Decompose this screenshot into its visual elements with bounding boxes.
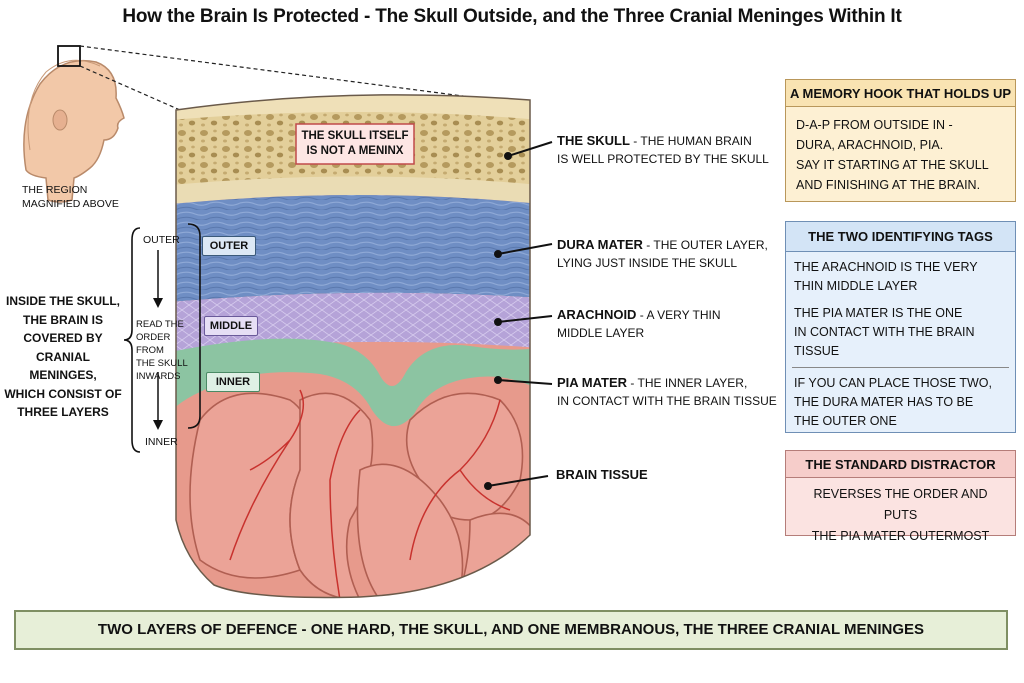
- footer-banner: TWO LAYERS OF DEFENCE - ONE HARD, THE SK…: [14, 610, 1008, 650]
- leader-dura-dot: [494, 250, 502, 258]
- callout-pia: PIA MATER - THE INNER LAYER, IN CONTACT …: [557, 374, 782, 410]
- callout-pia-line2: IN CONTACT WITH THE BRAIN TISSUE: [557, 394, 777, 408]
- skull-note-line1: THE SKULL ITSELF: [301, 130, 409, 142]
- callout-arachnoid-line2: MIDDLE LAYER: [557, 326, 645, 340]
- zoom-line-top: [79, 45, 479, 99]
- tags-para-2: THE PIA MATER IS THE ONE IN CONTACT WITH…: [794, 304, 1007, 361]
- left-note-line: INSIDE THE SKULL,: [5, 294, 120, 308]
- leader-pia: [497, 379, 553, 385]
- memory-hook-heading: A MEMORY HOOK THAT HOLDS UP: [786, 80, 1015, 107]
- order-note-line: THE SKULL: [136, 358, 188, 369]
- callout-brain: BRAIN TISSUE: [556, 466, 716, 484]
- leader-skull: [507, 141, 553, 157]
- callout-arachnoid-line1: - A VERY THIN: [636, 308, 721, 322]
- order-bottom-label: INNER: [145, 436, 178, 448]
- memory-hook-body: D-A-P FROM OUTSIDE IN - DURA, ARACHNOID,…: [786, 107, 1015, 201]
- left-brace: [123, 227, 141, 453]
- tags-line: IF YOU CAN PLACE THOSE TWO,: [794, 376, 992, 390]
- identifying-tags-body: THE ARACHNOID IS THE VERY THIN MIDDLE LA…: [786, 252, 1015, 437]
- callout-arachnoid: ARACHNOID - A VERY THIN MIDDLE LAYER: [557, 306, 777, 342]
- callout-pia-name: PIA MATER: [557, 375, 628, 390]
- tags-line: THIN MIDDLE LAYER: [794, 279, 918, 293]
- leader-arachnoid-dot: [494, 318, 502, 326]
- order-note-line: READ THE: [136, 319, 184, 330]
- brain-tissue: [189, 392, 530, 598]
- leader-skull-dot: [504, 152, 512, 160]
- head-caption-line2: MAGNIFIED ABOVE: [22, 198, 119, 210]
- left-note-line: COVERED BY: [23, 331, 103, 345]
- tags-line: THE PIA MATER IS THE ONE: [794, 306, 963, 320]
- tags-line: THE OUTER ONE: [794, 414, 897, 428]
- distractor-box: THE STANDARD DISTRACTOR REVERSES THE ORD…: [785, 450, 1016, 543]
- cross-section: [176, 94, 530, 598]
- identifying-tags-heading: THE TWO IDENTIFYING TAGS: [786, 222, 1015, 252]
- order-middle-note: READ THE ORDER FROM THE SKULL INWARDS: [136, 318, 194, 383]
- order-top-label: OUTER: [143, 234, 180, 246]
- skull-note-box: [295, 123, 415, 165]
- order-arrow-top: [153, 250, 163, 308]
- leader-brain-dot: [484, 482, 492, 490]
- callout-dura-line1: - THE OUTER LAYER,: [642, 238, 768, 252]
- leader-brain: [487, 475, 549, 487]
- tags-line: THE ARACHNOID IS THE VERY: [794, 260, 978, 274]
- magnified-region-box: [57, 45, 81, 67]
- order-arrow-bottom: [153, 372, 163, 430]
- identifying-tags-box: THE TWO IDENTIFYING TAGS THE ARACHNOID I…: [785, 221, 1016, 433]
- order-note-line: INWARDS: [136, 371, 181, 382]
- tags-para-3: IF YOU CAN PLACE THOSE TWO, THE DURA MAT…: [794, 374, 1007, 431]
- layers-bracket: [187, 223, 201, 429]
- head-caption-line1: THE REGION: [22, 184, 88, 196]
- memory-hook-line: AND FINISHING AT THE BRAIN.: [796, 178, 981, 192]
- callout-skull-line1: - THE HUMAN BRAIN: [629, 134, 752, 148]
- left-note-line: WHICH CONSIST OF: [4, 386, 122, 401]
- callout-pia-line1: - THE INNER LAYER,: [627, 376, 748, 390]
- skull-note-line2: IS NOT A MENINX: [306, 145, 404, 157]
- callout-dura-name: DURA MATER: [557, 237, 643, 252]
- page-title: How the Brain Is Protected - The Skull O…: [122, 6, 902, 27]
- tag-inner: INNER: [206, 372, 260, 392]
- leader-arachnoid: [497, 315, 553, 323]
- callout-brain-name: BRAIN TISSUE: [556, 467, 648, 482]
- memory-hook-line: D-A-P FROM OUTSIDE IN -: [796, 118, 953, 132]
- leader-pia-dot: [494, 376, 502, 384]
- distractor-line: REVERSES THE ORDER AND PUTS: [813, 487, 988, 522]
- left-note-line: THREE LAYERS: [17, 405, 109, 419]
- tag-outer: OUTER: [202, 236, 256, 256]
- section-outline: [175, 94, 531, 599]
- tags-line: IN CONTACT WITH THE BRAIN TISSUE: [794, 325, 975, 358]
- memory-hook-line: SAY IT STARTING AT THE SKULL: [796, 158, 989, 172]
- callout-skull-name: THE SKULL: [557, 133, 630, 148]
- tag-middle: MIDDLE: [204, 316, 258, 336]
- tags-divider: [792, 367, 1009, 368]
- left-note-line: CRANIAL MENINGES,: [29, 349, 97, 383]
- pia-mater-layer: [176, 338, 530, 426]
- memory-hook-line: DURA, ARACHNOID, PIA.: [796, 138, 944, 152]
- callout-dura-line2: LYING JUST INSIDE THE SKULL: [557, 256, 738, 270]
- distractor-line: THE PIA MATER OUTERMOST: [811, 529, 990, 543]
- distractor-body: REVERSES THE ORDER AND PUTS THE PIA MATE…: [786, 478, 1015, 553]
- tags-para-1: THE ARACHNOID IS THE VERY THIN MIDDLE LA…: [794, 258, 1007, 296]
- arachnoid-layer: [176, 292, 530, 352]
- head-caption: THE REGION MAGNIFIED ABOVE: [22, 183, 132, 211]
- skull-note: THE SKULL ITSELF IS NOT A MENINX: [296, 129, 414, 159]
- tags-line: THE DURA MATER HAS TO BE: [794, 395, 974, 409]
- head-profile-illustration: [23, 59, 125, 203]
- distractor-heading: THE STANDARD DISTRACTOR: [786, 451, 1015, 478]
- leader-dura: [497, 243, 553, 255]
- memory-hook-box: A MEMORY HOOK THAT HOLDS UP D-A-P FROM O…: [785, 79, 1016, 202]
- callout-arachnoid-name: ARACHNOID: [557, 307, 637, 322]
- callout-skull-line2: IS WELL PROTECTED BY THE SKULL: [557, 152, 769, 166]
- order-note-line: ORDER FROM: [136, 332, 171, 356]
- zoom-line-bottom: [79, 65, 181, 111]
- left-note-line: THE BRAIN IS: [22, 312, 103, 327]
- blood-vessels: [229, 389, 511, 598]
- dura-mater-layer: [176, 195, 530, 302]
- left-note: INSIDE THE SKULL, THE BRAIN IS COVERED B…: [4, 292, 122, 422]
- callout-skull: THE SKULL - THE HUMAN BRAIN IS WELL PROT…: [557, 132, 777, 168]
- callout-dura: DURA MATER - THE OUTER LAYER, LYING JUST…: [557, 236, 782, 272]
